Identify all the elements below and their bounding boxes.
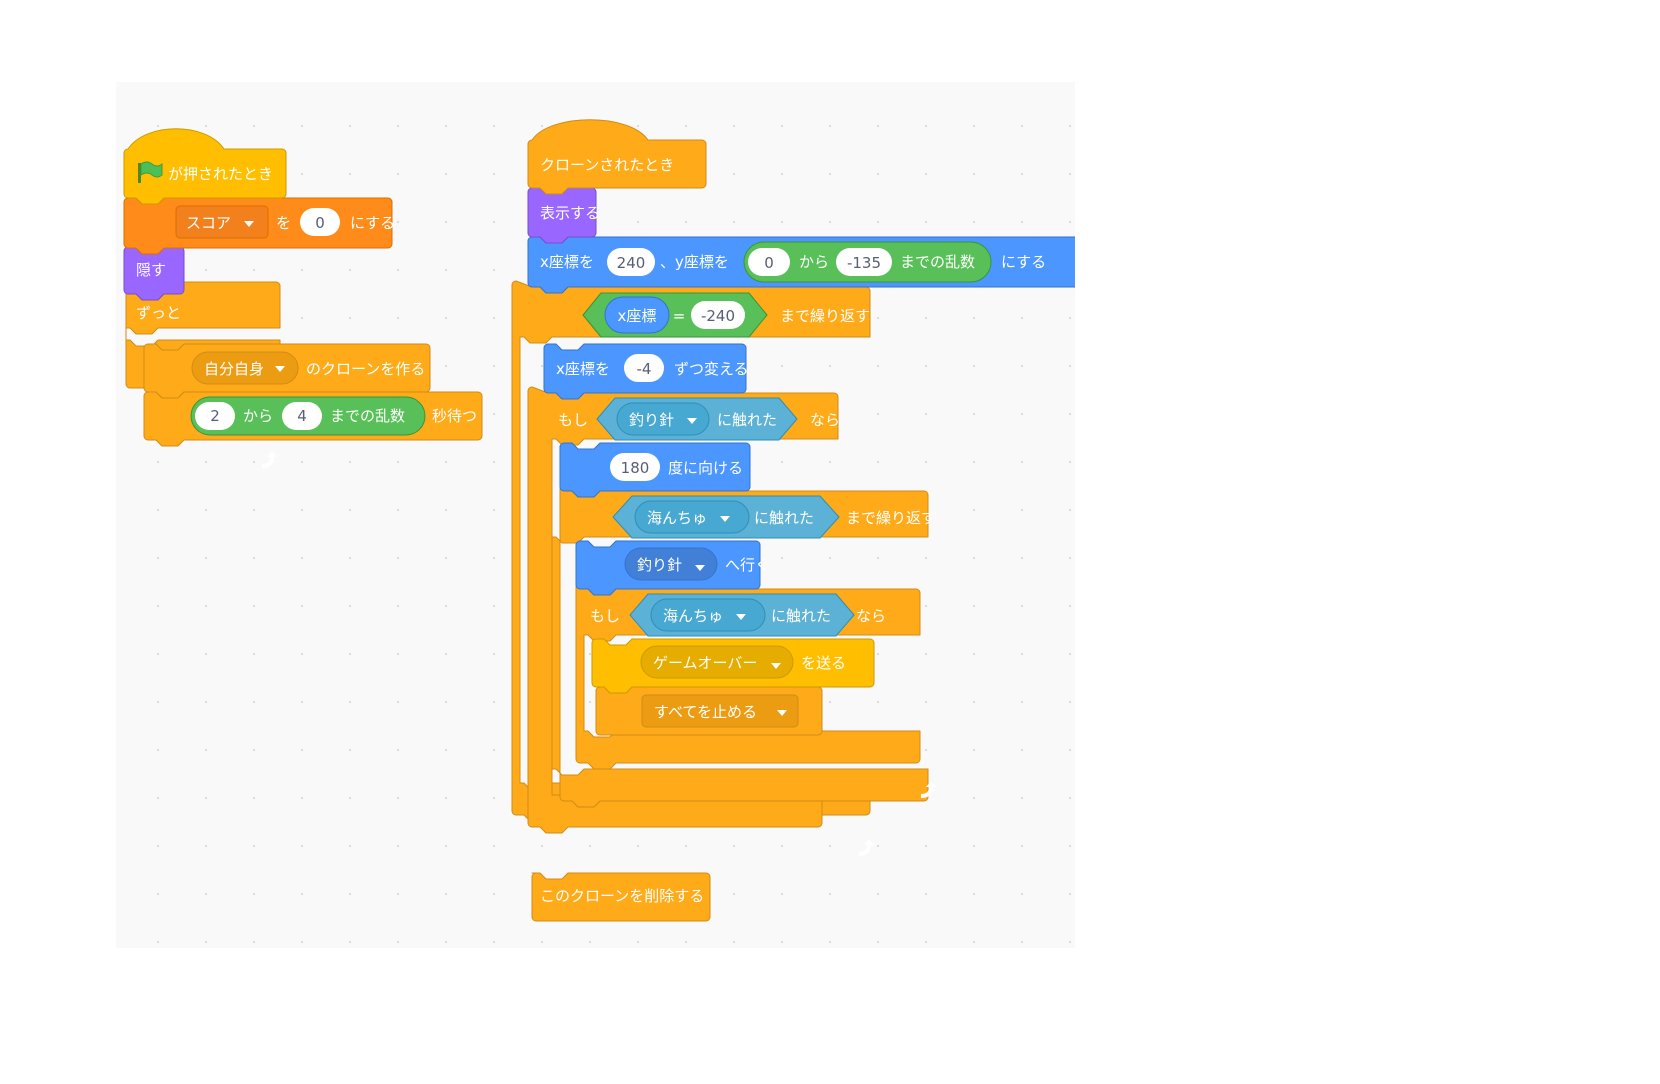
svg-text:-135: -135 [847,254,881,272]
svg-text:から: から [799,253,829,271]
svg-text:までの乱数: までの乱数 [900,253,975,271]
variable-dropdown[interactable] [175,205,269,239]
svg-text:へ行く: へ行く [725,556,770,574]
create-clone-block[interactable]: 自分自身 のクローンを作る [143,343,431,399]
svg-text:0: 0 [764,254,774,272]
svg-text:から: から [243,407,273,425]
svg-text:度に向ける: 度に向ける [668,459,743,477]
chevron-down-icon [275,366,285,372]
change-x-block[interactable]: x座標を -4 ずつ変える [543,343,749,400]
chevron-down-icon [695,565,705,571]
scripts-canvas[interactable]: ずっと 自分自身 のクローンを作る 2 から 4 までの乱数 秒待つ 隠す スコ… [116,82,1075,948]
svg-text:に触れた: に触れた [717,411,777,429]
clone-hat-label: クローンされたとき [540,156,674,174]
svg-text:240: 240 [617,254,646,272]
svg-text:海んちゅ: 海んちゅ [647,509,707,527]
wait-label: 秒待つ [432,407,477,425]
svg-text:ずつ変える: ずつ変える [674,360,749,378]
repeat-until-touching-block[interactable]: 海んちゅ に触れた まで繰り返す [551,484,936,808]
svg-text:x座標: x座標 [618,307,657,325]
clone-target-dropdown[interactable] [191,351,299,385]
delete-clone-label: このクローンを削除する [540,887,704,905]
x-position-reporter[interactable] [604,296,670,334]
svg-text:2: 2 [210,407,220,425]
variable-name: スコア [186,214,231,232]
wait-block[interactable]: 2 から 4 までの乱数 秒待つ [143,391,483,447]
chevron-down-icon [777,710,787,716]
chevron-down-icon [720,516,730,522]
repeat-until-block[interactable]: x座標 = -240 まで繰り返す [511,280,874,856]
svg-text:ゲームオーバー: ゲームオーバー [653,654,757,672]
x-input[interactable] [607,248,655,276]
hat-label: が押されたとき [168,165,273,183]
touching-target-dropdown[interactable] [634,500,750,534]
if-touching-player-block[interactable]: 海んちゅ に触れた もし なら [575,582,921,770]
if-touching-hook-block[interactable]: 釣り針 に触れた もし なら [527,386,840,834]
show-label: 表示する [540,204,600,222]
svg-text:に触れた: に触れた [754,509,814,527]
svg-text:=: = [673,307,686,325]
loop-arrow-icon [859,839,874,856]
random-to-input[interactable] [836,248,892,276]
show-block[interactable]: 表示する [527,187,600,244]
when-flag-clicked-hat[interactable]: が押されたとき [123,128,287,205]
stop-option-dropdown[interactable] [641,694,799,728]
svg-text:、y座標を: 、y座標を [660,253,729,271]
forever-label: ずっと [136,304,181,322]
svg-text:までの乱数: までの乱数 [330,407,405,425]
svg-text:まで繰り返す: まで繰り返す [846,509,936,527]
hide-label: 隠す [136,261,166,279]
chevron-down-icon [771,663,781,669]
point-direction-block[interactable]: 180 度に向ける [559,442,751,498]
svg-text:にする: にする [1001,253,1046,271]
go-to-target-dropdown[interactable] [624,547,718,581]
clone-target-text: 自分自身 [204,360,264,378]
svg-text:海んちゅ: 海んちゅ [663,607,723,625]
svg-text:にする: にする [350,214,395,232]
loop-arrow-icon [262,451,277,468]
svg-text:に触れた: に触れた [771,607,831,625]
random-from-input[interactable] [195,402,235,430]
chevron-down-icon [244,221,254,227]
chevron-down-icon [687,418,697,424]
svg-text:もし: もし [558,411,588,429]
broadcast-message-dropdown[interactable] [640,645,794,679]
green-flag-icon [138,161,163,183]
svg-text:-240: -240 [701,307,735,325]
variable-value-input[interactable] [300,208,340,236]
svg-text:を: を [276,214,291,232]
direction-input[interactable] [610,453,660,481]
hide-block[interactable]: 隠す [123,246,185,301]
svg-text:180: 180 [621,459,650,477]
delete-clone-block[interactable]: このクローンを削除する [531,872,711,922]
svg-text:なら: なら [810,411,840,429]
when-clone-start-hat[interactable]: クローンされたとき [527,119,707,195]
random-to-input[interactable] [282,402,322,430]
svg-text:すべてを止める: すべてを止める [654,703,757,721]
stop-all-block[interactable]: すべてを止める [595,686,823,736]
svg-text:を送る: を送る [801,654,846,672]
set-variable-block[interactable]: スコア を 0 にする [123,197,395,255]
svg-text:0: 0 [315,214,325,232]
svg-text:もし: もし [590,607,620,625]
clone-label: のクローンを作る [306,360,425,378]
chevron-down-icon [736,614,746,620]
equals-value-input[interactable] [691,301,745,329]
svg-text:4: 4 [297,407,307,425]
svg-text:x座標を: x座標を [556,360,610,378]
random-from-input[interactable] [748,248,790,276]
touching-target-dropdown[interactable] [616,402,710,436]
change-x-input[interactable] [624,354,664,382]
svg-text:x座標を: x座標を [540,253,594,271]
svg-text:なら: なら [856,607,886,625]
go-to-xy-block[interactable]: x座標を 240 、y座標を 0 から -135 までの乱数 にする [527,236,1075,294]
go-to-target-block[interactable]: 釣り針 へ行く [575,540,770,596]
svg-text:-4: -4 [637,360,652,378]
svg-text:まで繰り返す: まで繰り返す [780,307,870,325]
svg-text:釣り針: 釣り針 [629,411,674,429]
svg-text:釣り針: 釣り針 [637,556,682,574]
code-workspace[interactable]: ずっと 自分自身 のクローンを作る 2 から 4 までの乱数 秒待つ 隠す スコ… [116,82,1075,948]
broadcast-block[interactable]: ゲームオーバー を送る [591,638,875,694]
touching-target-dropdown[interactable] [650,598,766,632]
